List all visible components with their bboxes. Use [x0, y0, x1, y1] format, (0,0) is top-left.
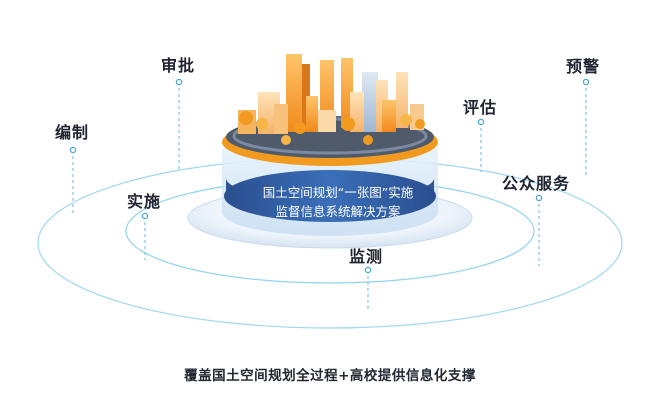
label-gongzhong: 公众服务 [502, 174, 571, 193]
label-jiance: 监测 [349, 247, 384, 266]
dot-shishi [141, 212, 149, 220]
center-title: 国土空间规划“一张图”实施 监督信息系统解决方案 [238, 183, 438, 221]
dot-yujing [582, 78, 590, 86]
city-buildings [238, 54, 425, 145]
connector-dots [69, 78, 590, 274]
label-shishi: 实施 [127, 192, 162, 211]
bottom-caption: 覆盖国土空间规划全过程+高校提供信息化支撑 [184, 368, 476, 384]
dot-pinggu [477, 118, 485, 126]
connector-lines [72, 82, 587, 312]
label-yujing: 预警 [566, 57, 601, 76]
center-plaque [224, 170, 436, 222]
center-title-line2: 监督信息系统解决方案 [275, 204, 401, 219]
dot-shenpi [175, 78, 183, 86]
label-bianzhi: 编制 [55, 123, 90, 142]
center-title-line1: 国土空间规划“一张图”实施 [262, 185, 414, 200]
dot-bianzhi [69, 146, 77, 154]
dot-gongzhong [535, 194, 543, 202]
label-shenpi: 审批 [161, 56, 196, 75]
label-pinggu: 评估 [463, 98, 498, 117]
dot-jiance [364, 266, 372, 274]
